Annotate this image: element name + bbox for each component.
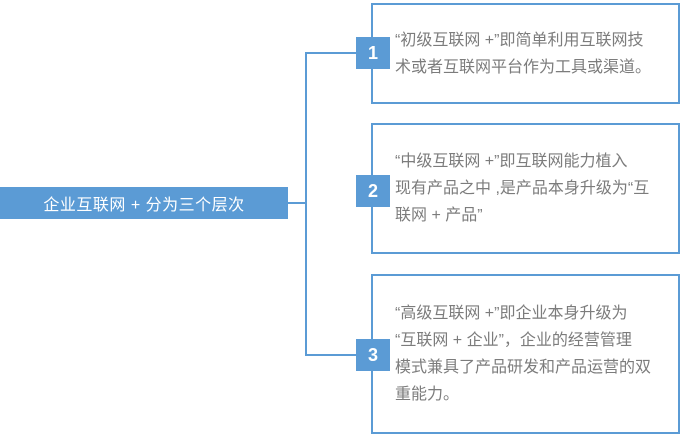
connector-branch-1	[305, 52, 357, 54]
branch-number-badge-2: 2	[356, 175, 390, 207]
root-node-label: 企业互联网 + 分为三个层次	[43, 197, 245, 214]
root-node: 企业互联网 + 分为三个层次	[0, 187, 288, 219]
branch-box-3: “高级互联网 +”即企业本身升级为 “互联网 + 企业”，企业的经营管理 模式兼…	[371, 274, 680, 434]
branch-number-badge-3: 3	[356, 339, 390, 371]
branch-number-1: 1	[367, 42, 378, 63]
connector-spine	[305, 52, 307, 356]
connector-root-to-spine	[288, 202, 307, 204]
branch-box-2: “中级互联网 +”即互联网能力植入 现有产品之中 ,是产品本身升级为“互 联网 …	[371, 123, 680, 254]
branch-text-3: “高级互联网 +”即企业本身升级为 “互联网 + 企业”，企业的经营管理 模式兼…	[395, 305, 652, 403]
branch-number-3: 3	[367, 344, 378, 365]
branch-number-badge-1: 1	[356, 37, 390, 69]
branch-box-1: “初级互联网 +”即简单利用互联网技 术或者互联网平台作为工具或渠道。	[371, 3, 680, 104]
branch-number-2: 2	[367, 180, 378, 201]
branch-text-2: “中级互联网 +”即互联网能力植入 现有产品之中 ,是产品本身升级为“互 联网 …	[395, 153, 650, 224]
connector-branch-3	[305, 354, 357, 356]
branch-text-1: “初级互联网 +”即简单利用互联网技 术或者互联网平台作为工具或渠道。	[395, 31, 652, 76]
